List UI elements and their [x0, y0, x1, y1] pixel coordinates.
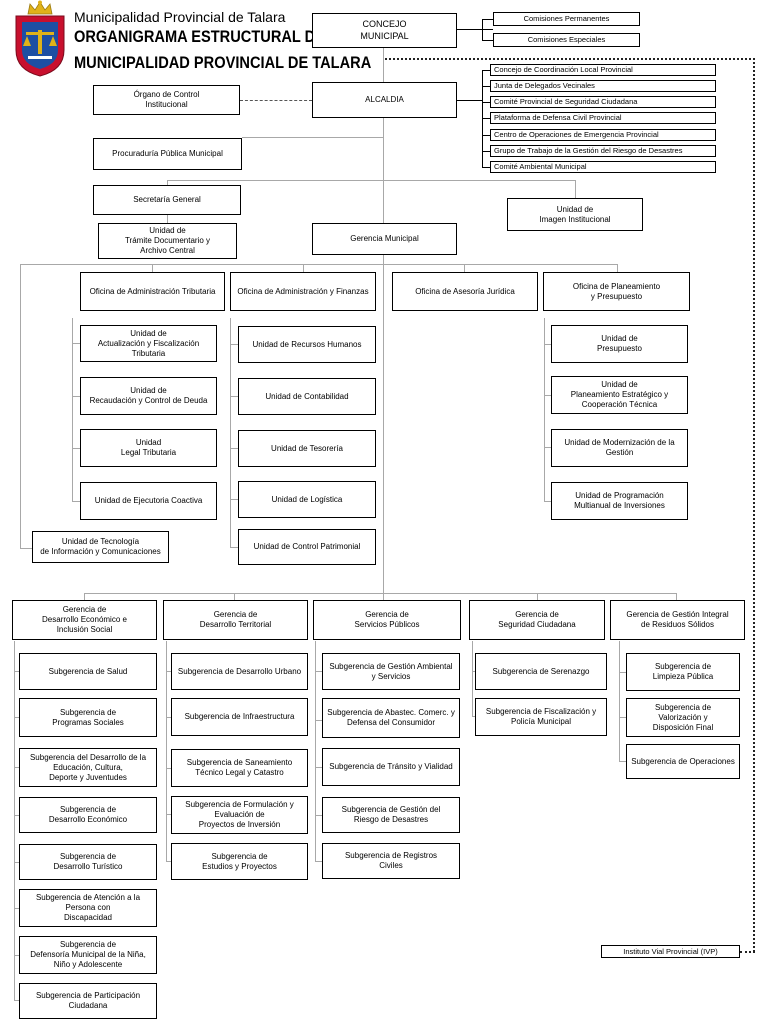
consultivo-item: Junta de Delegados Vecinales — [490, 80, 716, 92]
subgerencia-item: Subgerencia de Limpieza Pública — [626, 653, 740, 691]
gerencia-seguridad-ciudadana: Gerencia de Seguridad Ciudadana — [469, 600, 605, 640]
header-municipality: Municipalidad Provincial de Talara — [74, 9, 286, 25]
subgerencia-item: Subgerencia de Estudios y Proyectos — [171, 843, 308, 880]
subgerencia-item: Subgerencia de Saneamiento Técnico Legal… — [171, 749, 308, 787]
header-title-line1: ORGANIGRAMA ESTRUCTURAL DE LA — [74, 27, 349, 46]
consultivo-item: Concejo de Coordinación Local Provincial — [490, 64, 716, 76]
unidad-planeamiento: Unidad de Presupuesto — [551, 325, 688, 363]
subgerencia-item: Subgerencia del Desarrollo de la Educaci… — [19, 748, 157, 787]
unidad-tributaria: Unidad de Recaudación y Control de Deuda — [80, 377, 217, 415]
imagen-institucional-box: Unidad de Imagen Institucional — [507, 198, 643, 231]
subgerencia-item: Subgerencia de Salud — [19, 653, 157, 690]
unidad-tecnologia-box: Unidad de Tecnología de Información y Co… — [32, 531, 169, 563]
subgerencia-item: Subgerencia de Registros Civiles — [322, 843, 460, 879]
tramite-documentario-box: Unidad de Trámite Documentario y Archivo… — [98, 223, 237, 259]
gerencia-residuos-solidos: Gerencia de Gestión Integral de Residuos… — [610, 600, 745, 640]
subgerencia-item: Subgerencia de Formulación y Evaluación … — [171, 796, 308, 834]
subgerencia-item: Subgerencia de Desarrollo Turístico — [19, 844, 157, 880]
oficina-administracion-tributaria: Oficina de Administración Tributaria — [80, 272, 225, 311]
consultivo-item: Centro de Operaciones de Emergencia Prov… — [490, 129, 716, 141]
unidad-tributaria: Unidad Legal Tributaria — [80, 429, 217, 467]
gerencia-municipal-box: Gerencia Municipal — [312, 223, 457, 255]
consultivo-item: Grupo de Trabajo de la Gestión del Riesg… — [490, 145, 716, 157]
subgerencia-item: Subgerencia de Tránsito y Vialidad — [322, 748, 460, 786]
subgerencia-item: Subgerencia de Desarrollo Económico — [19, 797, 157, 833]
gerencia-servicios-publicos: Gerencia de Servicios Públicos — [313, 600, 461, 640]
subgerencia-item: Subgerencia de Gestión del Riesgo de Des… — [322, 797, 460, 833]
crown-icon — [27, 0, 53, 15]
unidad-finanzas: Unidad de Control Patrimonial — [238, 529, 376, 565]
instituto-vial-provincial-box: Instituto Vial Provincial (IVP) — [601, 945, 740, 958]
unidad-planeamiento: Unidad de Programación Multianual de Inv… — [551, 482, 688, 520]
subgerencia-item: Subgerencia de Operaciones — [626, 744, 740, 779]
concejo-municipal-box: CONCEJO MUNICIPAL — [312, 13, 457, 48]
subgerencia-item: Subgerencia de Defensoría Municipal de l… — [19, 936, 157, 974]
comisiones-especiales-box: Comisiones Especiales — [493, 33, 640, 47]
unidad-tributaria: Unidad de Actualización y Fiscalización … — [80, 325, 217, 362]
unidad-tributaria: Unidad de Ejecutoria Coactiva — [80, 482, 217, 520]
procuraduria-box: Procuraduría Pública Municipal — [93, 138, 242, 170]
unidad-finanzas: Unidad de Recursos Humanos — [238, 326, 376, 363]
unidad-planeamiento: Unidad de Modernización de la Gestión — [551, 429, 688, 467]
gerencia-desarrollo-economico: Gerencia de Desarrollo Económico e Inclu… — [12, 600, 157, 640]
unidad-finanzas: Unidad de Contabilidad — [238, 378, 376, 415]
subgerencia-item: Subgerencia de Valorización y Disposició… — [626, 698, 740, 737]
subgerencia-item: Subgerencia de Programas Sociales — [19, 698, 157, 737]
subgerencia-item: Subgerencia de Atención a la Persona con… — [19, 889, 157, 927]
alcaldia-box: ALCALDIA — [312, 82, 457, 118]
consultivo-item: Comité Provincial de Seguridad Ciudadana — [490, 96, 716, 108]
subgerencia-item: Subgerencia de Gestión Ambiental y Servi… — [322, 653, 460, 690]
gerencia-desarrollo-territorial: Gerencia de Desarrollo Territorial — [163, 600, 308, 640]
subgerencia-item: Subgerencia de Desarrollo Urbano — [171, 653, 308, 690]
subgerencia-item: Subgerencia de Abastec. Comerc. y Defens… — [322, 698, 460, 738]
consultivo-item: Plataforma de Defensa Civil Provincial — [490, 112, 716, 124]
oficina-asesoria-juridica: Oficina de Asesoría Jurídica — [392, 272, 538, 311]
unidad-finanzas: Unidad de Tesorería — [238, 430, 376, 467]
consultivo-item: Comité Ambiental Municipal — [490, 161, 716, 173]
unidad-planeamiento: Unidad de Planeamiento Estratégico y Coo… — [551, 376, 688, 414]
header-title-line2: MUNICIPALIDAD PROVINCIAL DE TALARA — [74, 53, 372, 72]
organo-control-box: Órgano de Control Institucional — [93, 85, 240, 115]
unidad-finanzas: Unidad de Logística — [238, 481, 376, 518]
subgerencia-item: Subgerencia de Serenazgo — [475, 653, 607, 690]
oficina-planeamiento-presupuesto: Oficina de Planeamiento y Presupuesto — [543, 272, 690, 311]
subgerencia-item: Subgerencia de Fiscalización y Policía M… — [475, 698, 607, 736]
subgerencia-item: Subgerencia de Participación Ciudadana — [19, 983, 157, 1019]
secretaria-general-box: Secretaría General — [93, 185, 241, 215]
subgerencia-item: Subgerencia de Infraestructura — [171, 698, 308, 736]
municipal-shield-logo — [15, 0, 65, 77]
oficina-administracion-finanzas: Oficina de Administración y Finanzas — [230, 272, 376, 311]
comisiones-permanentes-box: Comisiones Permanentes — [493, 12, 640, 26]
